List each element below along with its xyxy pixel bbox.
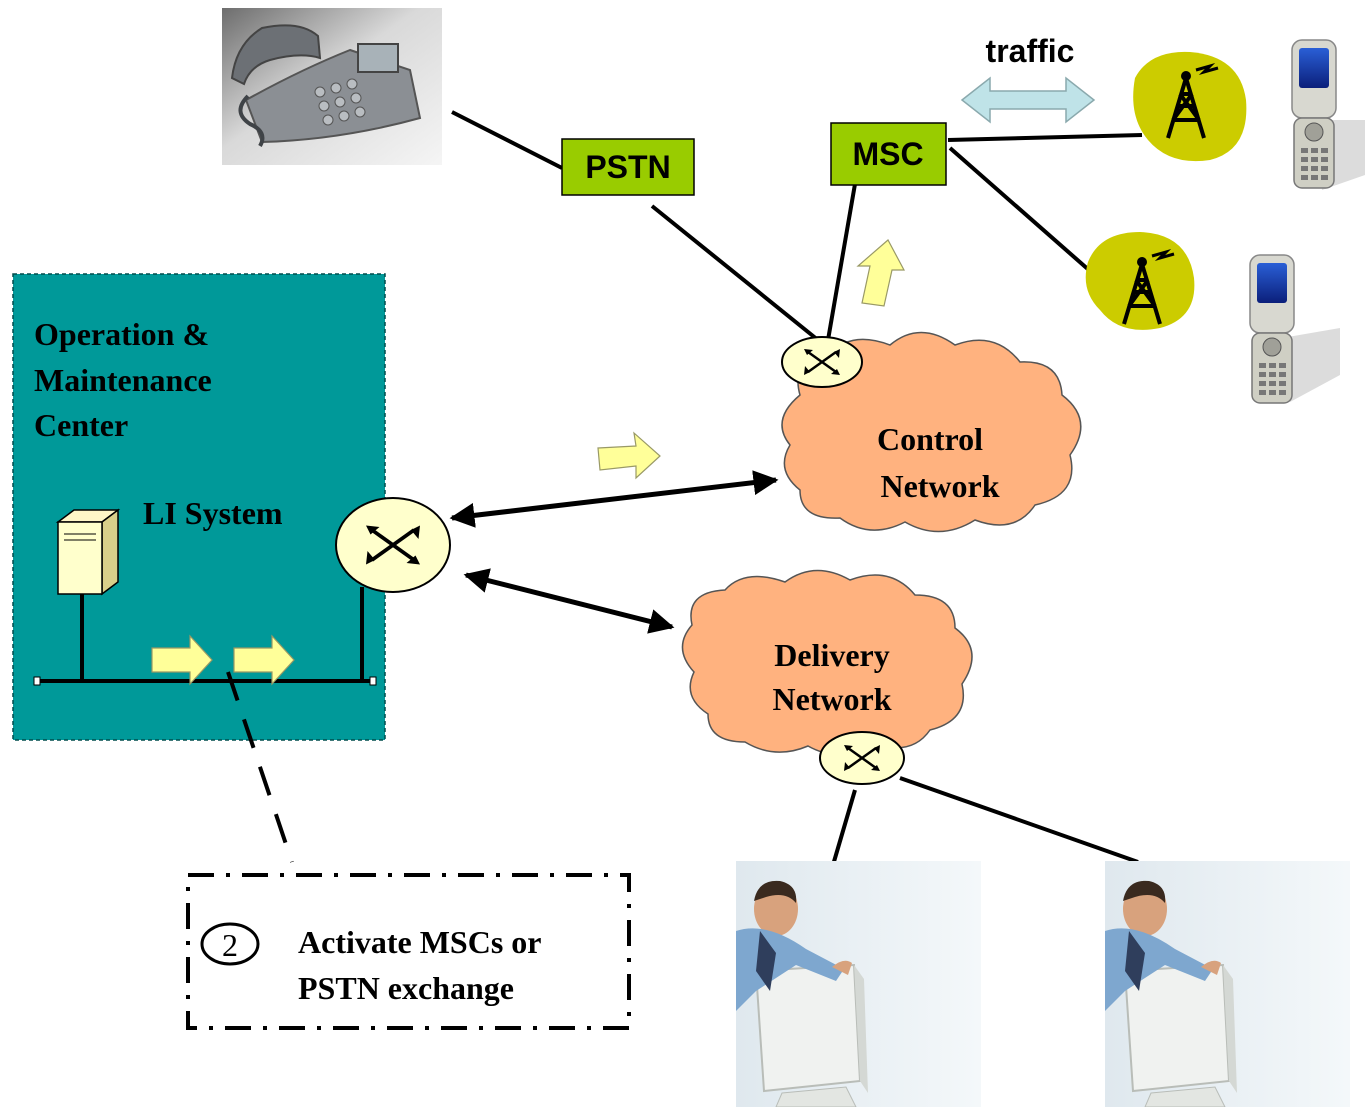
link-omc-delivery-network [463,568,675,634]
delivery-network-cloud [681,569,973,756]
switch-router-icon[interactable] [335,497,451,593]
control-network-line-1: Control [877,421,983,457]
activation-arrow [597,431,661,480]
step-text-line-2: PSTN exchange [298,970,514,1006]
switch-router-icon[interactable] [819,731,905,785]
link-msc-tower-2 [948,146,1100,280]
cell-tower-icon [1085,232,1195,330]
msc-label: MSC [852,136,923,172]
delivery-network-line-2: Network [772,681,891,717]
omc-title-line-1: Operation & [34,316,209,352]
link-delivery-switch-operator-1 [831,789,857,866]
control-network-line-2: Network [880,468,999,504]
person-at-computer-photo [735,860,982,1107]
cell-tower-icon [1133,51,1247,162]
desk-phone-icon [222,8,442,165]
pstn-label: PSTN [585,149,670,185]
mobile-phone-icon [1291,39,1365,190]
traffic-arrow [960,76,1096,124]
li-system-label: LI System [143,495,283,531]
flow-arrow [233,634,295,686]
msc-node[interactable]: MSC [830,122,947,186]
person-at-computer-photo [1104,860,1351,1107]
delivery-network-line-1: Delivery [774,637,890,673]
step-callout-box [186,873,631,1030]
mobile-phone-icon [1249,254,1340,404]
switch-router-icon[interactable] [781,336,863,388]
step-number: 2 [222,927,238,963]
control-network-cloud [781,331,1082,533]
link-switch-msc [826,183,857,341]
pstn-node[interactable]: PSTN [561,138,695,196]
callout-leader [226,671,294,863]
li-system-bus [33,587,377,686]
server-icon[interactable] [55,508,121,596]
link-delivery-switch-operator-2 [899,776,1139,864]
link-omc-control-network [449,470,779,528]
link-pstn-switch [650,204,820,342]
link-msc-tower-1 [947,133,1143,142]
step-text-line-1: Activate MSCs or [298,924,541,960]
activation-arrow [856,239,905,307]
flow-arrow [151,634,213,686]
traffic-label: traffic [986,33,1075,69]
omc-title-line-3: Center [34,407,128,443]
link-phone-pstn [451,110,563,170]
omc-title-line-2: Maintenance [34,362,212,398]
